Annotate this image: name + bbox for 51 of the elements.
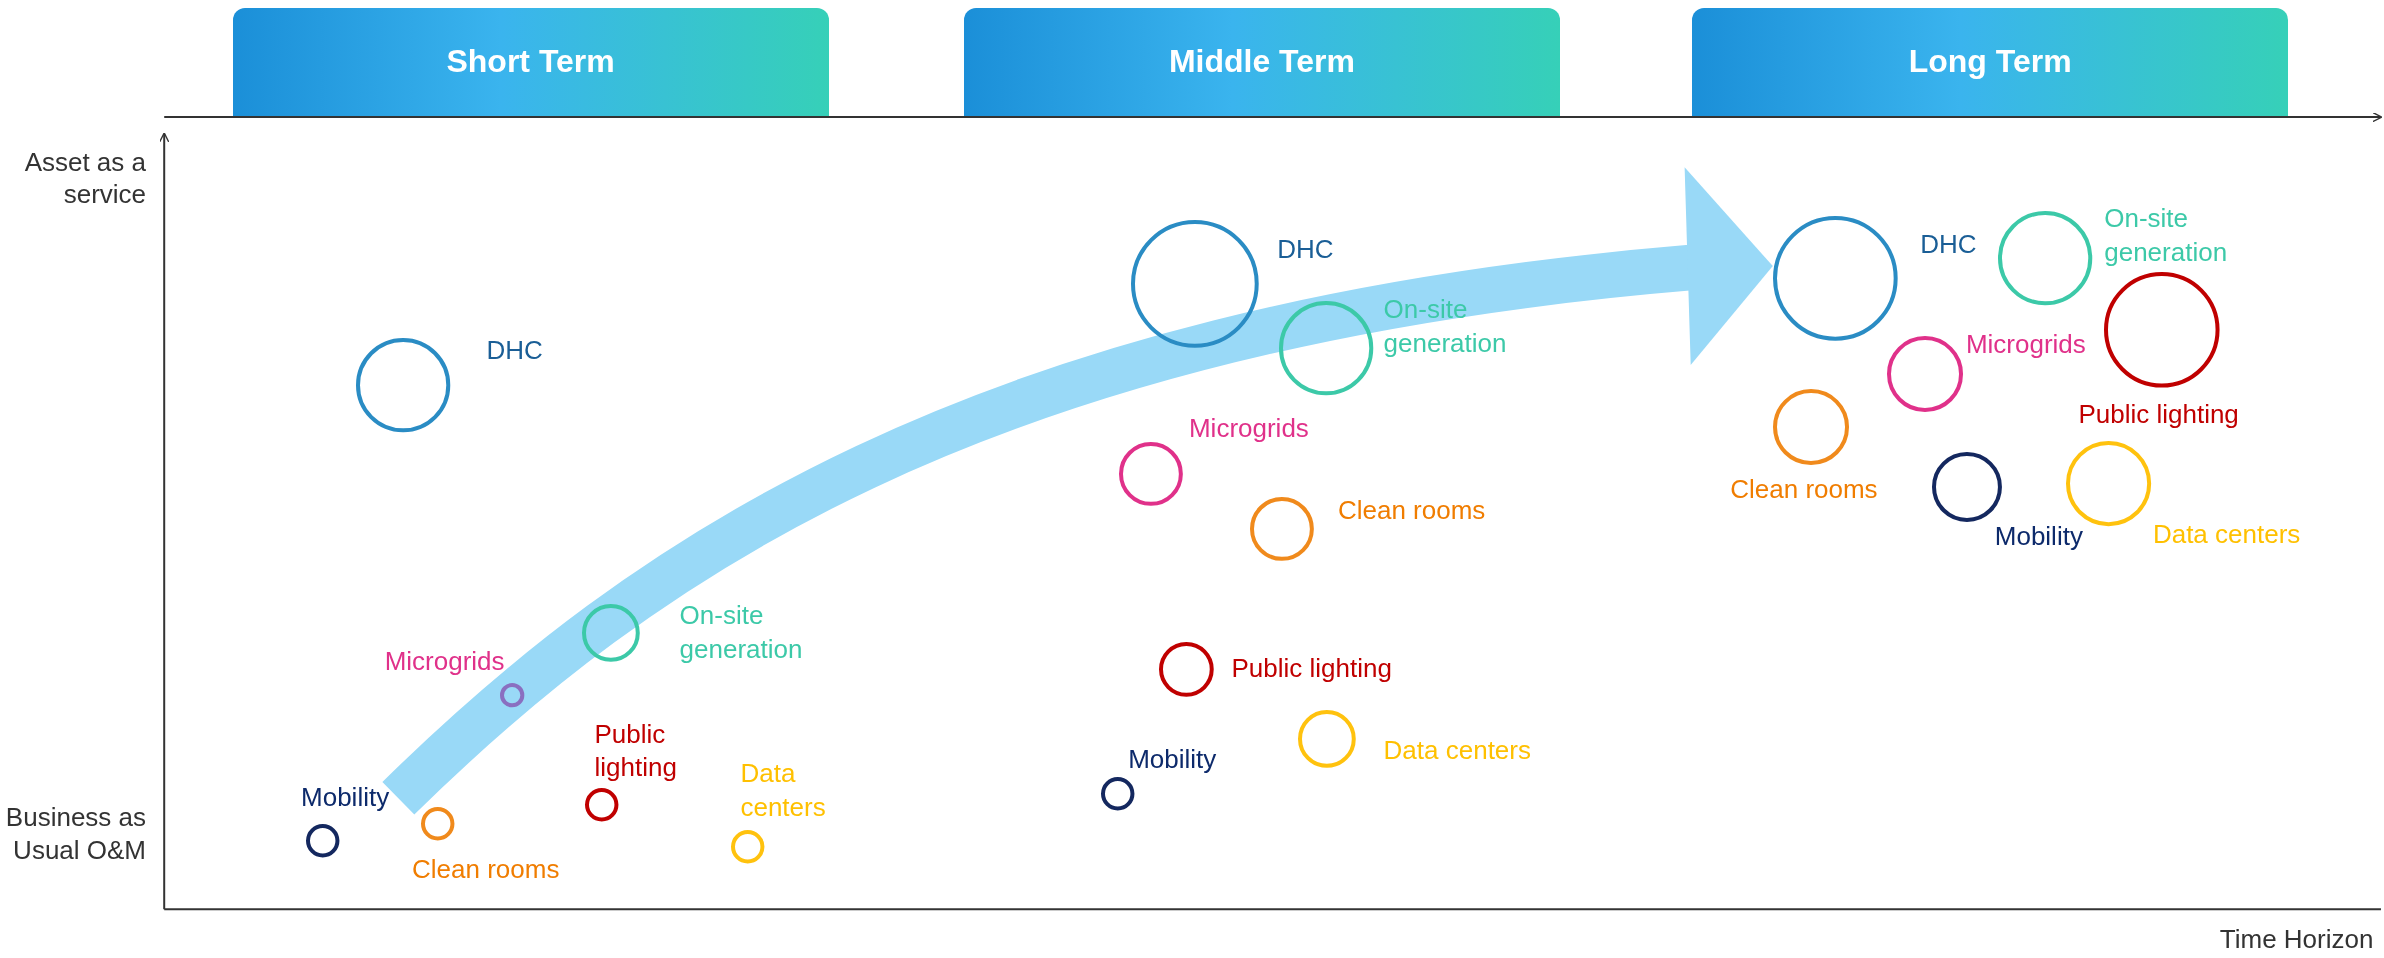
bubble-label: Clean rooms [1337,494,1486,528]
bubble-label: Data centers [2152,518,2301,552]
term-banner [963,7,1560,116]
bubble-marker [1131,220,1259,349]
bubble-label: Mobility [1994,519,2083,553]
bubble-marker [355,337,450,432]
bubble-label: On-site generation [2104,202,2229,269]
axis-label: Asset as a service [23,145,147,211]
bubble-marker [1932,451,2003,522]
bubble-marker [1298,710,1357,768]
bubble-marker [731,830,765,864]
term-label: Long Term [1908,43,2072,81]
bubble-label: Microgrids [384,644,505,678]
bubble-label: DHC [1277,232,1334,266]
bubble-label: Public lighting [1231,652,1392,686]
bubble-marker [1158,641,1214,697]
bubble-marker [305,824,340,858]
bubble-label: Microgrids [1965,328,2086,362]
bubble-label: Data centers [1383,734,1531,768]
bubble-label: DHC [1920,228,1977,262]
bubble-marker [1100,776,1135,811]
bubble-marker [1997,211,2093,306]
bubble-marker [421,807,455,841]
bubble-label: Clean rooms [412,852,560,886]
term-label: Middle Term [1168,43,1355,81]
bubble-label: Microgrids [1188,412,1309,445]
term-banner [1692,7,2289,116]
bubble-marker [1249,497,1314,561]
bubble-marker [1772,389,1849,466]
bubble-label: DHC [486,334,543,368]
axis-label: Business as Usual O&M [4,801,147,867]
bubble-label: On-site generation [679,599,804,666]
bubble-marker [2066,440,2152,527]
bubble-label: Mobility [1128,743,1217,777]
bubble-marker [1278,301,1373,396]
bubble-marker [585,787,619,821]
bubble-label: Clean rooms [1730,472,1878,506]
term-banner [232,7,829,116]
bubble-label: Public lighting [2078,398,2239,432]
term-label: Short Term [446,43,615,81]
bubble-marker [2104,272,2220,388]
bubble-label: On-site generation [1383,293,1508,361]
bubble-marker [500,682,525,707]
bubble-marker [1886,336,1963,412]
bubble-marker [582,603,641,662]
bubble-marker [1772,215,1898,341]
bubble-marker [1119,442,1183,507]
bubble-label: Data centers [740,757,827,824]
bubble-label: Public lighting [594,717,678,785]
axis-label: Time Horizon [2218,922,2374,956]
bubble-label: Mobility [301,781,390,815]
